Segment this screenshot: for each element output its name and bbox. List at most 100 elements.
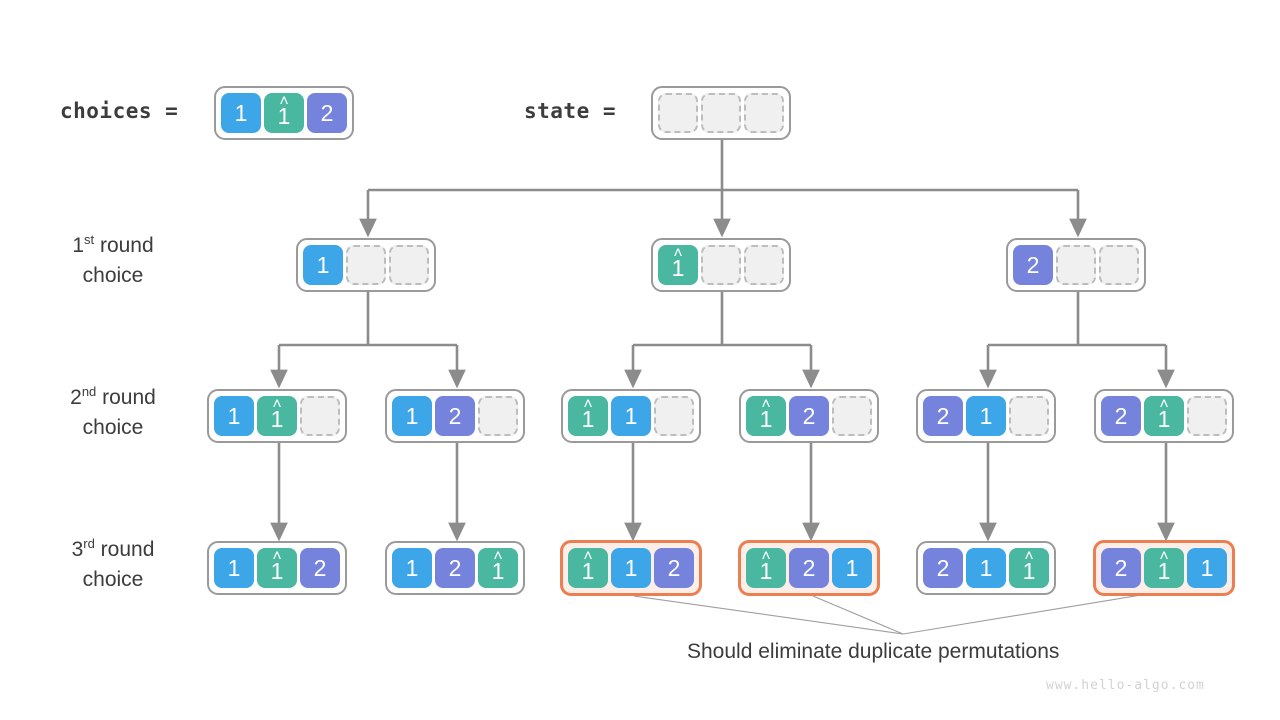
array-cell-empty xyxy=(300,396,340,436)
hat-marker-icon: ˄ xyxy=(1159,548,1169,565)
cell-digit: 1 xyxy=(270,558,284,584)
array-cell-value: ˄1 xyxy=(568,548,608,588)
array-cell-value: ˄1 xyxy=(264,93,304,133)
cell-digit: 1 xyxy=(624,555,638,581)
cell-digit: 1 xyxy=(1157,558,1171,584)
round-2-line2: choice xyxy=(82,416,144,439)
cell-digit: 2 xyxy=(320,100,334,126)
cell-digit: 1 xyxy=(1157,406,1171,432)
array-cell-empty xyxy=(1187,396,1227,436)
round1-node-2: ˄1 xyxy=(651,238,791,292)
cell-digit: 2 xyxy=(448,403,462,429)
cell-digit: 1 xyxy=(270,406,284,432)
array-cell-value: 1 xyxy=(214,548,254,588)
array-cell-empty xyxy=(654,396,694,436)
hat-marker-icon: ˄ xyxy=(673,245,683,262)
caption-text: Should eliminate duplicate permutations xyxy=(687,640,1060,663)
round-2-label: 2nd round choice xyxy=(28,383,198,443)
cell-digit: 2 xyxy=(936,403,950,429)
array-cell-value: 2 xyxy=(923,396,963,436)
array-cell-value: ˄1 xyxy=(257,396,297,436)
array-cell-value: ˄1 xyxy=(746,548,786,588)
array-cell-value: ˄1 xyxy=(257,548,297,588)
cell-digit: 2 xyxy=(936,555,950,581)
array-cell-value: 2 xyxy=(789,548,829,588)
array-cell-value: 2 xyxy=(300,548,340,588)
round-3-line1: 3rd round xyxy=(71,536,155,561)
cell-digit: 1 xyxy=(624,403,638,429)
cell-digit: 1 xyxy=(491,558,505,584)
state-array xyxy=(651,86,791,140)
array-cell-empty xyxy=(1099,245,1139,285)
round1-node-3: 2 xyxy=(1006,238,1146,292)
cell-digit: 1 xyxy=(405,403,419,429)
watermark: www.hello-algo.com xyxy=(1046,678,1205,693)
cell-digit: 1 xyxy=(581,406,595,432)
hat-marker-icon: ˄ xyxy=(583,396,593,413)
array-cell-empty xyxy=(478,396,518,436)
round2-node-6: 2 ˄1 xyxy=(1094,389,1234,443)
cell-digit: 2 xyxy=(313,555,327,581)
array-cell-value: 1 xyxy=(392,396,432,436)
round-1-label: 1st round choice xyxy=(28,231,198,291)
cell-digit: 1 xyxy=(671,255,685,281)
cell-digit: 2 xyxy=(667,555,681,581)
array-cell-value: 1 xyxy=(611,396,651,436)
cell-digit: 1 xyxy=(1022,558,1036,584)
cell-digit: 1 xyxy=(316,252,330,278)
array-cell-value: 2 xyxy=(654,548,694,588)
choices-label: choices = xyxy=(60,99,179,123)
round3-node-3: ˄1 1 2 xyxy=(560,540,702,596)
hat-marker-icon: ˄ xyxy=(1159,396,1169,413)
array-cell-value: 1 xyxy=(966,548,1006,588)
array-cell-value: 2 xyxy=(789,396,829,436)
round1-node-1: 1 xyxy=(296,238,436,292)
array-cell-value: 1 xyxy=(221,93,261,133)
array-cell-value: 2 xyxy=(923,548,963,588)
array-cell-empty xyxy=(389,245,429,285)
cell-digit: 1 xyxy=(227,555,241,581)
array-cell-empty xyxy=(832,396,872,436)
cell-digit: 2 xyxy=(1026,252,1040,278)
cell-digit: 1 xyxy=(227,403,241,429)
array-cell-empty xyxy=(744,93,784,133)
cell-digit: 1 xyxy=(979,555,993,581)
array-cell-value: 2 xyxy=(1013,245,1053,285)
cell-digit: 1 xyxy=(277,103,291,129)
array-cell-empty xyxy=(658,93,698,133)
array-cell-empty xyxy=(1009,396,1049,436)
array-cell-value: ˄1 xyxy=(568,396,608,436)
array-cell-value: ˄1 xyxy=(746,396,786,436)
round2-node-1: 1˄1 xyxy=(207,389,347,443)
cell-digit: 1 xyxy=(234,100,248,126)
array-cell-value: 1 xyxy=(966,396,1006,436)
array-cell-value: ˄1 xyxy=(1144,396,1184,436)
cell-digit: 2 xyxy=(802,555,816,581)
array-cell-empty xyxy=(744,245,784,285)
round-1-line2: choice xyxy=(82,264,144,287)
hat-marker-icon: ˄ xyxy=(272,548,282,565)
cell-digit: 1 xyxy=(759,558,773,584)
array-cell-value: ˄1 xyxy=(478,548,518,588)
array-cell-value: 2 xyxy=(435,396,475,436)
round-2-line1: 2nd round xyxy=(70,384,156,409)
array-cell-value: 2 xyxy=(307,93,347,133)
array-cell-value: ˄1 xyxy=(1144,548,1184,588)
hat-marker-icon: ˄ xyxy=(583,548,593,565)
state-label: state = xyxy=(524,99,617,123)
cell-digit: 2 xyxy=(448,555,462,581)
array-cell-value: 1 xyxy=(832,548,872,588)
array-cell-value: 1 xyxy=(392,548,432,588)
round-3-label: 3rd round choice xyxy=(28,535,198,595)
hat-marker-icon: ˄ xyxy=(761,396,771,413)
array-cell-empty xyxy=(701,245,741,285)
cell-digit: 2 xyxy=(1114,403,1128,429)
